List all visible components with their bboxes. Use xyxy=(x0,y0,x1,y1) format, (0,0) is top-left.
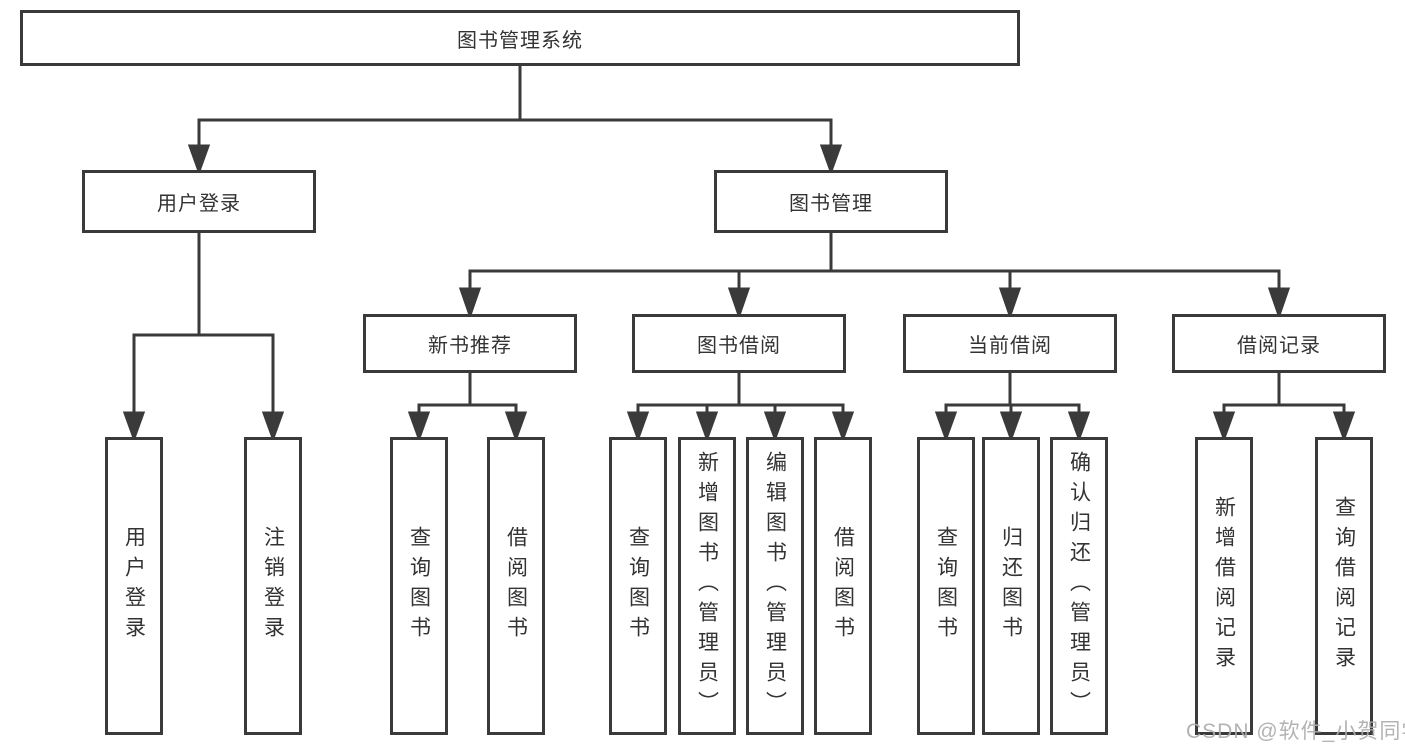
leaf-add-borrow-record: 新增借阅记录 xyxy=(1195,437,1253,735)
leaf-borrow-books: 借阅图书 xyxy=(814,437,872,735)
leaf-user-login: 用户登录 xyxy=(105,437,163,735)
node-current-borrow-label: 当前借阅 xyxy=(968,335,1052,357)
leaf-query-books-recommend: 查询图书 xyxy=(390,437,448,735)
leaf-query-books-recommend-label: 查询图书 xyxy=(407,526,431,646)
leaf-edit-books-admin-label: 编辑图书（管理员） xyxy=(763,451,787,721)
leaf-query-books-borrow: 查询图书 xyxy=(609,437,667,735)
leaf-query-borrow-record-label: 查询借阅记录 xyxy=(1332,496,1356,676)
node-user-login-label: 用户登录 xyxy=(157,193,241,215)
node-book-management-label: 图书管理 xyxy=(789,193,873,215)
leaf-query-borrow-record: 查询借阅记录 xyxy=(1315,437,1373,735)
leaf-logout-label: 注销登录 xyxy=(261,526,285,646)
leaf-borrow-books-label: 借阅图书 xyxy=(831,526,855,646)
node-user-login: 用户登录 xyxy=(82,170,316,233)
leaf-add-books-admin: 新增图书（管理员） xyxy=(678,437,736,735)
node-root-system: 图书管理系统 xyxy=(20,10,1020,66)
node-current-borrow: 当前借阅 xyxy=(903,314,1117,373)
leaf-confirm-return-admin: 确认归还（管理员） xyxy=(1050,437,1108,735)
node-root-label: 图书管理系统 xyxy=(457,29,583,52)
leaf-add-borrow-record-label: 新增借阅记录 xyxy=(1212,496,1236,676)
node-borrow-records-label: 借阅记录 xyxy=(1237,335,1321,357)
node-book-borrow: 图书借阅 xyxy=(632,314,846,373)
leaf-confirm-return-admin-label: 确认归还（管理员） xyxy=(1067,451,1091,721)
leaf-return-books-label: 归还图书 xyxy=(999,526,1023,646)
leaf-edit-books-admin: 编辑图书（管理员） xyxy=(746,437,804,735)
node-borrow-records: 借阅记录 xyxy=(1172,314,1386,373)
leaf-borrow-books-recommend-label: 借阅图书 xyxy=(504,526,528,646)
node-book-borrow-label: 图书借阅 xyxy=(697,335,781,357)
leaf-logout: 注销登录 xyxy=(244,437,302,735)
leaf-query-books-current-label: 查询图书 xyxy=(934,526,958,646)
leaf-add-books-admin-label: 新增图书（管理员） xyxy=(695,451,719,721)
leaf-query-books-borrow-label: 查询图书 xyxy=(626,526,650,646)
leaf-user-login-label: 用户登录 xyxy=(122,526,146,646)
leaf-borrow-books-recommend: 借阅图书 xyxy=(487,437,545,735)
node-new-book-recommend: 新书推荐 xyxy=(363,314,577,373)
leaf-query-books-current: 查询图书 xyxy=(917,437,975,735)
leaf-return-books: 归还图书 xyxy=(982,437,1040,735)
node-book-management: 图书管理 xyxy=(714,170,948,233)
node-new-book-recommend-label: 新书推荐 xyxy=(428,335,512,357)
csdn-watermark: CSDN @软件_小贺同学 xyxy=(1186,720,1405,743)
